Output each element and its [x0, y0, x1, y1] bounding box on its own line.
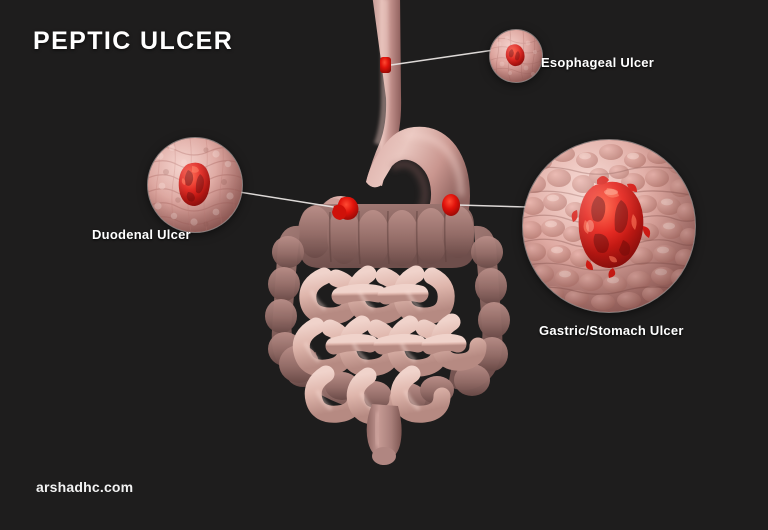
- rectum: [366, 404, 402, 465]
- small-intestine-highlights: [304, 290, 422, 412]
- inset-esophageal-ulcer: [490, 30, 542, 82]
- ulcer-marker-gastric: [442, 194, 460, 216]
- leader-lines: [238, 49, 528, 210]
- page-title: PEPTIC ULCER: [33, 27, 234, 55]
- inset-vignette: [148, 138, 242, 232]
- inset-gastric-ulcer: [523, 140, 695, 312]
- label-gastric-stomach-ulcer: Gastric/Stomach Ulcer: [539, 323, 684, 338]
- label-duodenal-ulcer: Duodenal Ulcer: [92, 227, 191, 242]
- ulcer-marker-esophageal: [380, 57, 391, 73]
- leader-line-duodenal: [238, 191, 347, 210]
- inset-duodenal-ulcer: [148, 138, 242, 232]
- site-watermark: arshadhc.com: [36, 479, 134, 495]
- leader-line-esophageal: [390, 49, 495, 66]
- inset-vignette: [490, 30, 542, 82]
- ulcer-markers: [332, 57, 460, 220]
- inset-vignette: [523, 140, 695, 312]
- leader-line-gastric: [457, 204, 528, 208]
- label-esophageal-ulcer: Esophageal Ulcer: [541, 55, 655, 70]
